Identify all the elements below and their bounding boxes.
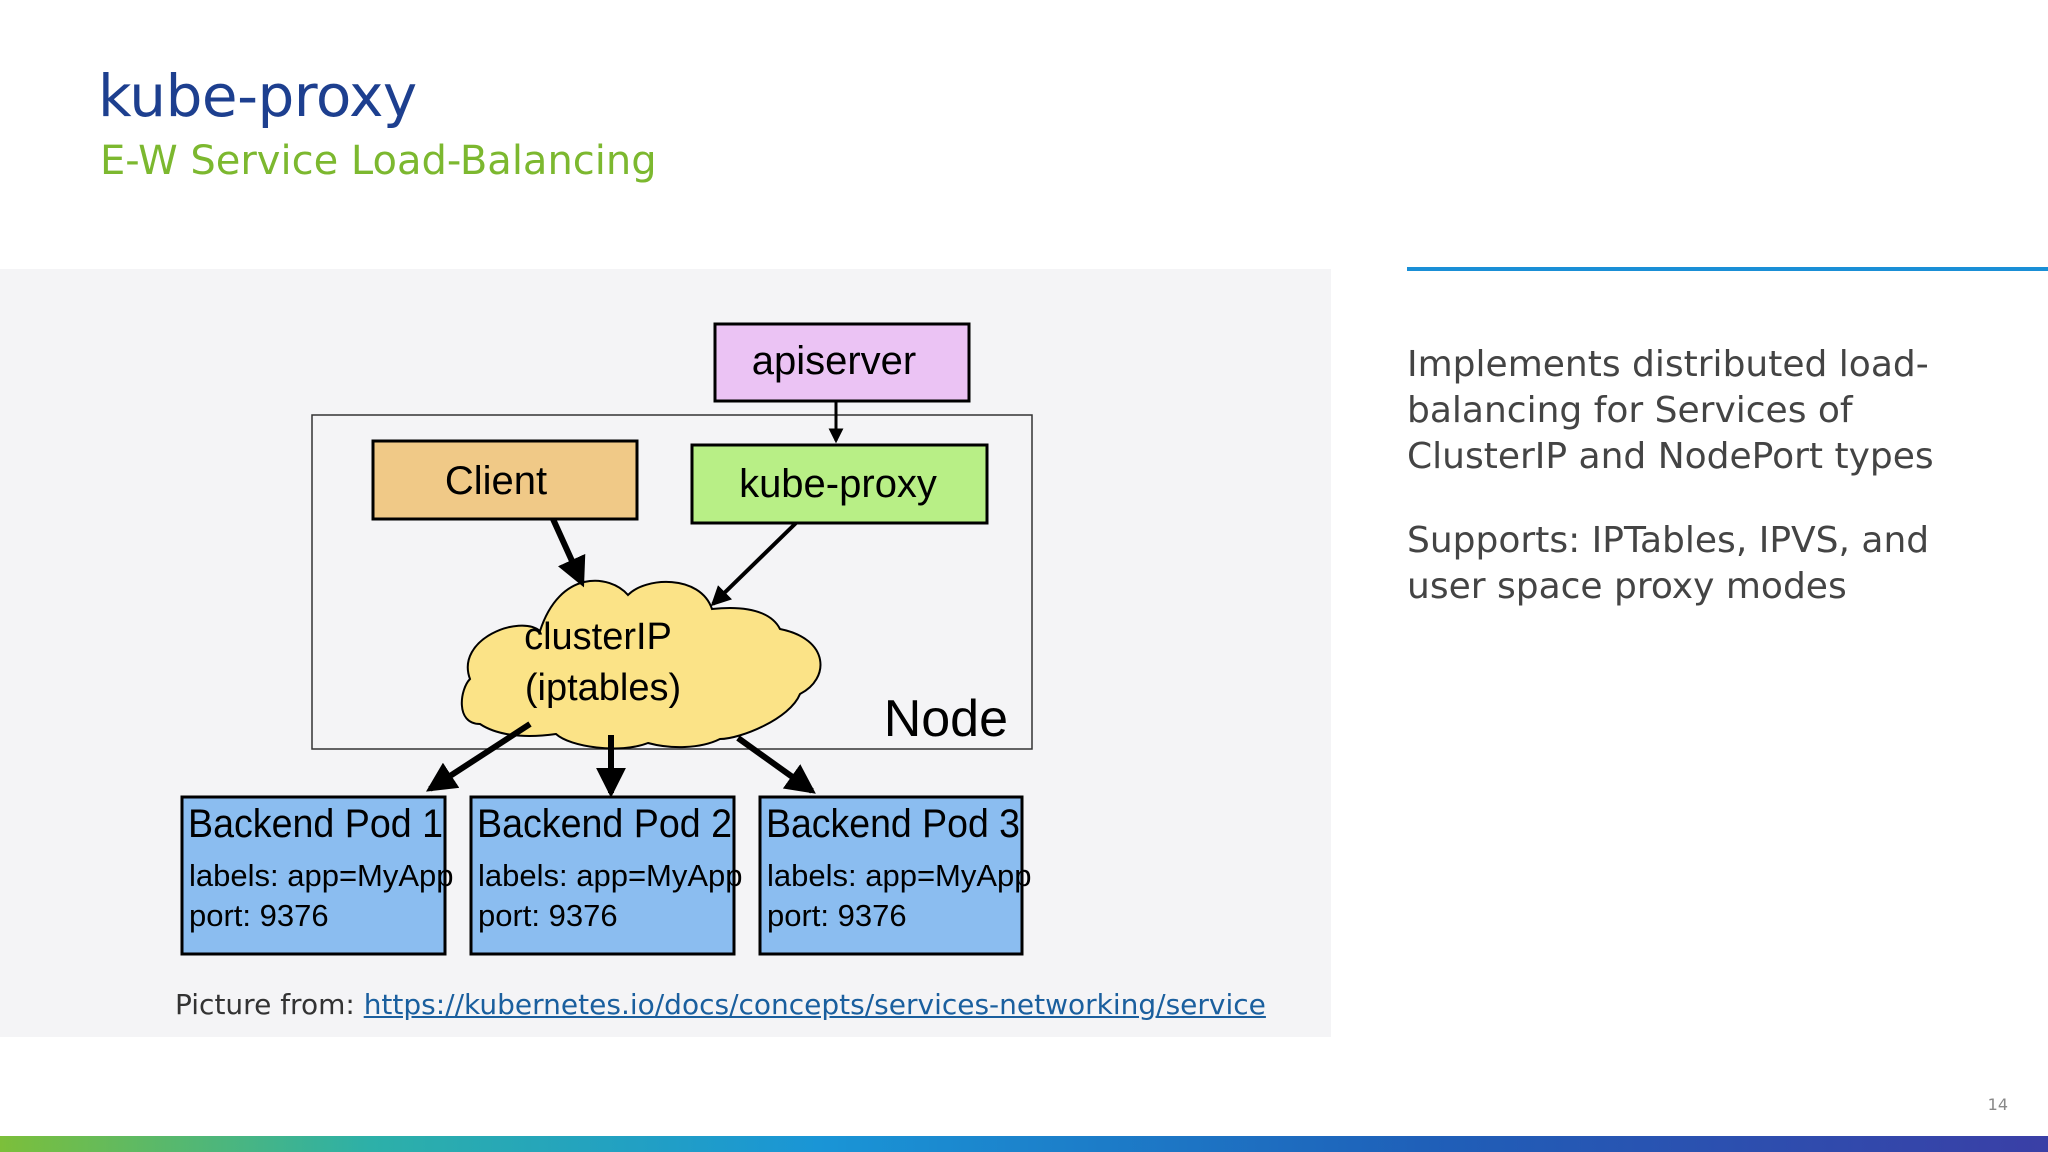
caption-prefix: Picture from: [175,988,364,1021]
page-number: 14 [1987,1095,2008,1114]
apiserver-label: apiserver [752,339,917,383]
picture-caption: Picture from: https://kubernetes.io/docs… [175,988,1266,1021]
backend-pod-2-port: port: 9376 [478,898,618,933]
arrow-cluster-ip-to-pod-1 [425,721,532,792]
client-label: Client [445,459,547,503]
description-paragraph-1: Implements distributed load-balancing fo… [1407,344,1934,477]
backend-pod-3-title: Backend Pod 3 [766,802,1020,846]
backend-pod-3-port: port: 9376 [767,898,907,933]
cluster-ip-label-line2: (iptables) [525,667,681,709]
bottom-gradient-bar [0,1136,2048,1152]
backend-pod-1-title: Backend Pod 1 [188,802,443,846]
backend-pod-3-box [758,795,1024,956]
backend-pod-2-labels: labels: app=MyApp [478,858,743,893]
backend-pod-1-labels: labels: app=MyApp [189,858,454,893]
node-label: Node [884,690,1008,748]
backend-pod-1-box [180,795,447,956]
arrow-cluster-ip-to-pod-3 [736,735,816,794]
cluster-ip-cloud [460,579,822,750]
backend-pod-2-title: Backend Pod 2 [477,802,732,846]
kube-proxy-diagram: Node apiserver Client kube-proxy cluster… [180,322,1033,956]
arrow-client-to-cluster-ip [550,517,586,588]
cluster-ip-label-line1: clusterIP [524,616,672,658]
backend-pod-1-port: port: 9376 [189,898,329,933]
accent-divider [1407,267,2048,271]
backend-pod-3-labels: labels: app=MyApp [767,858,1032,893]
description-text: Implements distributed load-balancing fo… [1407,342,2007,648]
arrow-kube-proxy-to-cluster-ip [710,521,798,607]
diagram-panel: Node apiserver Client kube-proxy cluster… [0,269,1331,1037]
apiserver-box [713,322,971,403]
node-boundary [311,414,1033,750]
backend-pod-2-box [469,795,736,956]
kube-proxy-label: kube-proxy [739,462,937,506]
slide-title: kube-proxy [98,62,417,130]
description-paragraph-2: Supports: IPTables, IPVS, and user space… [1407,520,1930,607]
slide-subtitle: E-W Service Load-Balancing [100,138,657,184]
source-link[interactable]: https://kubernetes.io/docs/concepts/serv… [363,988,1266,1021]
kube-proxy-box [690,443,989,525]
client-box [371,439,639,521]
